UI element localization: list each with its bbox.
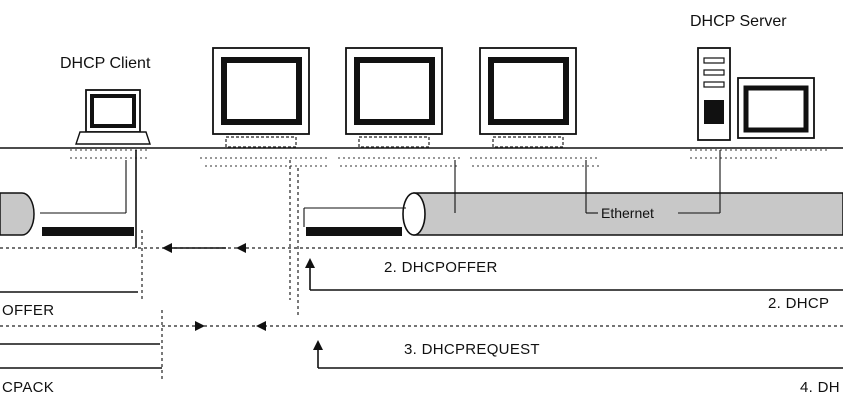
ack-left-label: CPACK bbox=[2, 379, 54, 396]
ethernet-label: Ethernet bbox=[601, 205, 654, 221]
server-icon bbox=[690, 48, 830, 158]
client-black-bar bbox=[42, 227, 134, 236]
arrow-left-icon bbox=[162, 243, 172, 253]
arrow-left-icon-2 bbox=[236, 243, 246, 253]
client-label: DHCP Client bbox=[60, 55, 151, 72]
mid-black-bar bbox=[306, 227, 402, 236]
offer-arrow-up-icon bbox=[305, 258, 315, 268]
ack-right-label: 4. DH bbox=[800, 379, 840, 396]
request-arrow-left-icon bbox=[256, 321, 266, 331]
offer-label: 2. DHCPOFFER bbox=[384, 259, 498, 276]
ack-arrow-up-icon bbox=[313, 340, 323, 350]
offer-left-label: OFFER bbox=[2, 302, 54, 319]
request-label: 3. DHCPREQUEST bbox=[404, 341, 540, 358]
request-arrow-right-icon bbox=[195, 321, 205, 331]
offer-right-label: 2. DHCP bbox=[768, 295, 829, 312]
ethernet-cable-left bbox=[0, 193, 34, 235]
server-label: DHCP Server bbox=[690, 13, 787, 30]
